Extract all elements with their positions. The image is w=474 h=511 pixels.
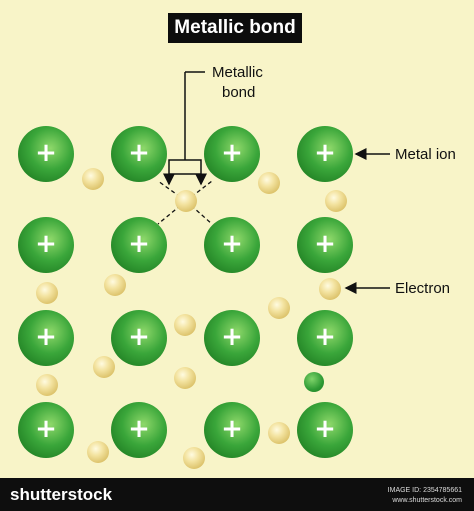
- plus-icon: +: [128, 322, 150, 352]
- electron: [174, 314, 196, 336]
- metal-ion-label: Metal ion: [395, 146, 456, 163]
- metal-ion: +: [18, 126, 74, 182]
- plus-icon: +: [221, 322, 243, 352]
- stock-footer: shutterstock IMAGE ID: 2354785661 www.sh…: [0, 478, 474, 511]
- plus-icon: +: [221, 229, 243, 259]
- diagram-lines: [157, 71, 390, 294]
- dashed-bond-4: [185, 200, 213, 225]
- metal-ion: +: [111, 217, 167, 273]
- diagram-title: Metallic bond: [168, 13, 302, 43]
- bond-bracket: [168, 159, 202, 175]
- electron: [82, 168, 104, 190]
- metal-ion: +: [297, 310, 353, 366]
- electron: [258, 172, 280, 194]
- dashed-bond-1: [157, 180, 187, 202]
- electron: [325, 190, 347, 212]
- plus-icon: +: [35, 322, 57, 352]
- metal-ion: +: [111, 126, 167, 182]
- metal-ion: +: [204, 402, 260, 458]
- metal-ion: +: [297, 402, 353, 458]
- plus-icon: +: [35, 414, 57, 444]
- plus-icon: +: [221, 138, 243, 168]
- electron: [268, 422, 290, 444]
- plus-icon: +: [314, 229, 336, 259]
- metal-ion: +: [111, 402, 167, 458]
- metallic-bond-label-line2: bond: [222, 84, 256, 101]
- footer-image-id: IMAGE ID: 2354785661: [387, 487, 462, 494]
- metal-ion: +: [204, 310, 260, 366]
- electron: [174, 367, 196, 389]
- electron: [319, 278, 341, 300]
- plus-icon: +: [35, 229, 57, 259]
- footer-brand-logo: shutterstock: [10, 485, 113, 504]
- plus-icon: +: [314, 138, 336, 168]
- metal-ion: +: [204, 126, 260, 182]
- plus-icon: +: [128, 138, 150, 168]
- dashed-bond-2: [185, 180, 213, 202]
- electron: [183, 447, 205, 469]
- metal-ion: +: [111, 310, 167, 366]
- electron: [104, 274, 126, 296]
- metal-ion: +: [297, 217, 353, 273]
- footer-site: www.shutterstock.com: [392, 497, 462, 504]
- electron: [93, 356, 115, 378]
- metal-ion: +: [18, 217, 74, 273]
- plus-icon: +: [314, 322, 336, 352]
- plus-icon: +: [128, 229, 150, 259]
- plus-icon: +: [128, 414, 150, 444]
- electron: [304, 372, 324, 392]
- electron: [268, 297, 290, 319]
- electron: [36, 374, 58, 396]
- plus-icon: +: [35, 138, 57, 168]
- metal-ion: +: [18, 310, 74, 366]
- metallic-bond-label-line1: Metallic: [212, 64, 263, 81]
- plus-icon: +: [314, 414, 336, 444]
- metallic-bond-diagram: Metallic bond Metallic bond Metal ion El…: [18, 13, 456, 469]
- electron: [87, 441, 109, 463]
- metal-ion: +: [297, 126, 353, 182]
- plus-icon: +: [221, 414, 243, 444]
- metal-ion: +: [18, 402, 74, 458]
- metal-ion: +: [204, 217, 260, 273]
- electron: [175, 190, 197, 212]
- dashed-bond-3: [157, 200, 187, 225]
- electron: [36, 282, 58, 304]
- electron-label: Electron: [395, 280, 451, 297]
